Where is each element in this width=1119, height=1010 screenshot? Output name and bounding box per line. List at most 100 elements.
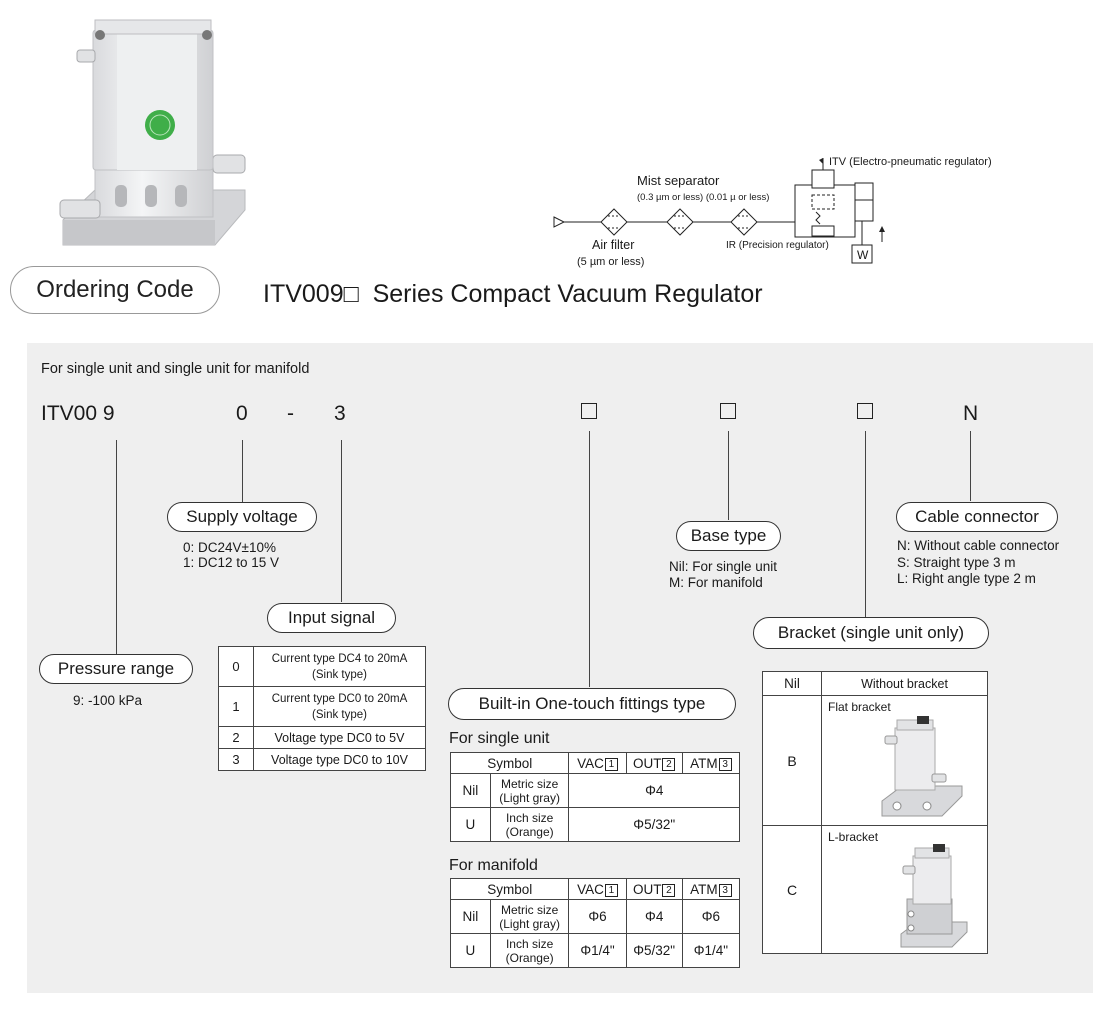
col-out-label: OUT xyxy=(632,881,662,897)
pressure-range-title: Pressure range xyxy=(39,654,193,684)
input-desc: Voltage type DC0 to 5V xyxy=(253,726,426,749)
table-row: 2 Voltage type DC0 to 5V xyxy=(218,726,426,749)
fitting-vac: Φ1/4" xyxy=(568,933,627,968)
col-vac-label: VAC xyxy=(577,881,604,897)
weight-label: W xyxy=(857,248,869,262)
fitting-size-line: (Orange) xyxy=(505,950,554,965)
air-filter-label: Air filter xyxy=(592,238,635,252)
leader-line-supply xyxy=(242,440,243,502)
table-row: Nil Metric size (Light gray) Φ4 xyxy=(450,773,740,808)
mist-separator-label: Mist separator xyxy=(637,173,720,188)
leader-line-base xyxy=(728,431,729,520)
input-code: 3 xyxy=(218,748,254,771)
fitting-symbol: Nil xyxy=(450,773,491,808)
table-row: 0 Current type DC4 to 20mA (Sink type) xyxy=(218,646,426,687)
port-number-2: 2 xyxy=(662,883,676,897)
leader-line-cable xyxy=(970,431,971,501)
port-number-1: 1 xyxy=(604,757,618,771)
table-row: B Flat bracket xyxy=(762,695,988,826)
ordering-code-label: Ordering Code xyxy=(10,266,220,314)
product-photo xyxy=(59,19,246,246)
bracket-desc: L-bracket xyxy=(821,825,988,954)
fitting-value: Φ4 xyxy=(568,773,740,808)
code-part-input: 3 xyxy=(334,402,346,425)
cable-option-s: S: Straight type 3 m xyxy=(897,555,1016,570)
fitting-size-line: (Light gray) xyxy=(499,790,560,805)
leader-line-input xyxy=(341,440,342,602)
supply-voltage-option-1: 1: DC12 to 15 V xyxy=(183,555,280,570)
col-symbol: Symbol xyxy=(449,878,570,900)
code-part-supply: 0 xyxy=(236,402,248,425)
fitting-size: Metric size (Light gray) xyxy=(489,773,570,808)
input-desc: Voltage type DC0 to 10V xyxy=(253,748,426,771)
fitting-size-line: Metric size xyxy=(500,902,559,917)
fitting-out: Φ5/32" xyxy=(625,933,683,968)
input-code: 2 xyxy=(218,726,254,749)
input-desc: Current type DC4 to 20mA (Sink type) xyxy=(253,646,426,687)
fitting-symbol: U xyxy=(450,807,491,842)
input-desc-line: (Sink type) xyxy=(312,708,367,721)
flat-bracket-image xyxy=(881,716,963,817)
l-bracket-label: L-bracket xyxy=(828,830,879,844)
leader-line-bracket xyxy=(865,431,866,617)
input-desc-line: Current type DC4 to 20mA xyxy=(271,652,408,665)
cable-connector-title: Cable connector xyxy=(896,502,1058,532)
fitting-size: Metric size (Light gray) xyxy=(489,899,570,934)
cable-option-l: L: Right angle type 2 m xyxy=(897,571,1036,586)
fittings-manifold-label: For manifold xyxy=(449,857,538,874)
code-part-cable: N xyxy=(963,402,979,425)
panel-heading: For single unit and single unit for mani… xyxy=(41,361,310,377)
fitting-size-line: Inch size xyxy=(505,810,554,825)
cable-option-n: N: Without cable connector xyxy=(897,538,1060,553)
base-type-option-nil: Nil: For single unit xyxy=(669,559,778,574)
fitting-size-line: Metric size xyxy=(500,776,559,791)
fitting-symbol: Nil xyxy=(450,899,491,934)
table-row: Nil Metric size (Light gray) Φ6 Φ4 Φ6 xyxy=(450,899,741,934)
table-row: U Inch size (Orange) Φ5/32" xyxy=(450,807,740,842)
pressure-range-value: 9: -100 kPa xyxy=(73,693,143,708)
fitting-size-line: (Orange) xyxy=(505,824,554,839)
input-desc-line: (Sink type) xyxy=(312,668,367,681)
col-symbol: Symbol xyxy=(449,752,570,774)
bracket-desc: Without bracket xyxy=(821,671,988,696)
table-row: Nil Without bracket xyxy=(762,671,988,696)
fitting-out: Φ4 xyxy=(625,899,683,934)
bracket-code: Nil xyxy=(762,671,822,696)
l-bracket-image xyxy=(900,844,968,948)
fittings-single-label: For single unit xyxy=(449,730,550,747)
mist-separator-specs: (0.3 µm or less) (0.01 µ or less) xyxy=(637,192,770,203)
input-signal-title: Input signal xyxy=(267,603,396,633)
code-box-fittings xyxy=(581,403,597,419)
supply-voltage-option-0: 0: DC24V±10% xyxy=(183,540,276,555)
port-number-2: 2 xyxy=(662,757,676,771)
fitting-symbol: U xyxy=(450,933,491,968)
fitting-atm: Φ6 xyxy=(681,899,741,934)
bracket-code: B xyxy=(762,695,822,826)
col-vac-label: VAC xyxy=(577,755,604,771)
itv-label: ITV (Electro-pneumatic regulator) xyxy=(829,156,992,168)
input-signal-table: 0 Current type DC4 to 20mA (Sink type) 1… xyxy=(218,646,426,771)
table-row: 3 Voltage type DC0 to 10V xyxy=(218,748,426,771)
bracket-title: Bracket (single unit only) xyxy=(753,617,989,649)
code-part-model: ITV00 9 xyxy=(41,402,115,425)
leader-line-fittings xyxy=(589,431,590,687)
supply-voltage-title: Supply voltage xyxy=(167,502,317,532)
input-code: 1 xyxy=(218,686,254,727)
table-row: 1 Current type DC0 to 20mA (Sink type) xyxy=(218,686,426,727)
col-atm-label: ATM xyxy=(690,881,718,897)
code-box-bracket xyxy=(857,403,873,419)
fitting-size: Inch size (Orange) xyxy=(489,933,570,968)
input-code: 0 xyxy=(218,646,254,687)
flat-bracket-label: Flat bracket xyxy=(828,700,891,714)
bracket-table: Nil Without bracket B Flat bracket C L-b… xyxy=(762,671,988,954)
fitting-atm: Φ1/4" xyxy=(681,933,741,968)
fitting-value: Φ5/32" xyxy=(568,807,740,842)
table-row: C L-bracket xyxy=(762,825,988,954)
air-filter-spec: (5 µm or less) xyxy=(577,256,645,268)
fitting-vac: Φ6 xyxy=(568,899,627,934)
